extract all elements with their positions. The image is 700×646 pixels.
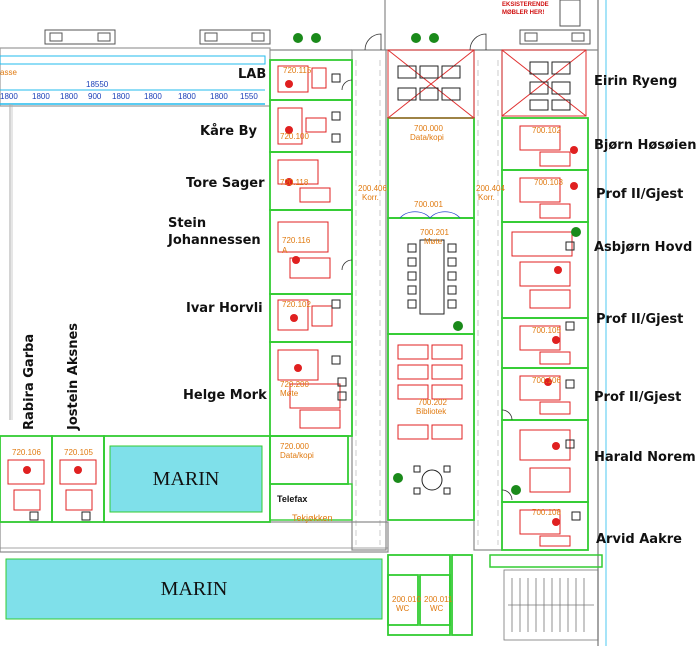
room-700-202: 700.202 bbox=[418, 398, 447, 407]
room-720-106: 720.106 bbox=[12, 448, 41, 457]
room-200-010-sub: WC bbox=[396, 604, 410, 613]
right-offices bbox=[501, 117, 589, 551]
lab-tables bbox=[397, 61, 571, 111]
room-720-116-sub: A bbox=[282, 246, 288, 255]
benches-top bbox=[44, 0, 591, 45]
dim-2: 1800 bbox=[32, 92, 50, 101]
room-200-010: 200.010 bbox=[392, 595, 421, 604]
note-line-1: EKSISTERENDE bbox=[502, 2, 549, 8]
room-720-100: 720.100 bbox=[280, 132, 309, 141]
label-rabira-garba: Rabira Garba bbox=[22, 333, 37, 430]
label-prof-gjest-2: Prof II/Gjest bbox=[596, 312, 684, 327]
room-700-201: 700.201 bbox=[420, 228, 449, 237]
label-harald-norem: Harald Norem bbox=[594, 450, 696, 465]
room-200-406-sub: Korr. bbox=[362, 193, 379, 202]
bottom-left-offices bbox=[0, 435, 271, 523]
plants bbox=[293, 33, 581, 495]
room-700-102: 700.102 bbox=[532, 126, 561, 135]
marin-label-top: MARIN bbox=[152, 468, 220, 490]
room-700-106: 700.106 bbox=[532, 376, 561, 385]
label-eirin-ryeng: Eirin Ryeng bbox=[594, 74, 678, 89]
label-arvid-aakre: Arvid Aakre bbox=[596, 532, 682, 547]
room-200-404: 200.404 bbox=[476, 184, 505, 193]
doors bbox=[341, 33, 513, 501]
corridor-bottom bbox=[0, 521, 389, 553]
label-asbjorn-hovd: Asbjørn Hovd bbox=[594, 240, 693, 255]
room-720-000-sub: Data/kopi bbox=[280, 451, 314, 460]
label-lab: LAB bbox=[238, 67, 267, 82]
label-bjorn-hosoien: Bjørn Høsøien bbox=[594, 138, 697, 153]
dim-7: 1800 bbox=[178, 92, 196, 101]
label-ivar-horvli: Ivar Horvli bbox=[186, 301, 263, 316]
label-tekjokken: Tekjøkken bbox=[292, 513, 333, 523]
room-700-000-sub: Data/kopi bbox=[410, 133, 444, 142]
label-prof-gjest-3: Prof II/Gjest bbox=[594, 390, 682, 405]
label-jostein-aksnes: Jostein Aksnes bbox=[66, 322, 81, 430]
dim-3: 1800 bbox=[60, 92, 78, 101]
room-200-406: 200.406 bbox=[358, 184, 387, 193]
dim-9: 1550 bbox=[240, 92, 258, 101]
label-stein: Stein bbox=[168, 216, 207, 231]
room-700-103: 700.103 bbox=[534, 178, 563, 187]
dim-6: 1800 bbox=[144, 92, 162, 101]
room-200-011-sub: WC bbox=[430, 604, 444, 613]
stairs bbox=[503, 569, 599, 641]
room-720-116: 720.116 bbox=[282, 236, 311, 245]
label-helge-mork: Helge Mork bbox=[183, 388, 267, 403]
room-720-118: 720.118 bbox=[280, 178, 309, 187]
wc-area bbox=[387, 554, 473, 636]
top-strip-inner bbox=[0, 55, 266, 65]
room-200-011: 200.011 bbox=[424, 595, 453, 604]
room-700-202-sub: Bibliotek bbox=[416, 407, 447, 416]
marin-bottom-block bbox=[5, 558, 383, 620]
label-prof-gjest-1: Prof II/Gjest bbox=[596, 187, 684, 202]
chairs bbox=[29, 73, 581, 521]
room-720-115: 720.115 bbox=[283, 66, 312, 75]
label-telefax: Telefax bbox=[277, 494, 308, 504]
room-700-001: 700.001 bbox=[414, 200, 443, 209]
room-720-105: 720.105 bbox=[64, 448, 93, 457]
meeting-table bbox=[407, 239, 457, 495]
dim-1: 1800 bbox=[0, 92, 18, 101]
room-720-000: 720.000 bbox=[280, 442, 309, 451]
left-offices bbox=[269, 59, 353, 485]
room-700-108: 700.108 bbox=[532, 508, 561, 517]
top-crossed-rooms bbox=[387, 49, 587, 119]
corridor-left bbox=[351, 49, 387, 551]
label-johannessen: Johannessen bbox=[168, 233, 261, 248]
dim-5: 1800 bbox=[112, 92, 130, 101]
label-kare-by: Kåre By bbox=[200, 124, 257, 139]
room-700-201-sub: Møte bbox=[424, 237, 443, 246]
room-720-200: 720.200 bbox=[280, 380, 309, 389]
desk-units-left bbox=[337, 377, 347, 401]
dim-4: 900 bbox=[88, 92, 102, 101]
dim-8: 1800 bbox=[210, 92, 228, 101]
label-masse: asse bbox=[0, 68, 17, 77]
note-line-2: MØBLER HER! bbox=[502, 10, 545, 16]
center-rooms bbox=[387, 117, 475, 521]
dim-total: 18550 bbox=[86, 80, 109, 89]
marin-top-block bbox=[109, 445, 263, 513]
room-720-102: 720.102 bbox=[282, 300, 311, 309]
room-720-200-sub: Møte bbox=[280, 389, 299, 398]
room-700-000: 700.000 bbox=[414, 124, 443, 133]
marin-label-bottom: MARIN bbox=[160, 578, 228, 600]
red-markers bbox=[23, 80, 578, 526]
room-700-105: 700.105 bbox=[532, 326, 561, 335]
label-tore-sager: Tore Sager bbox=[186, 176, 265, 191]
room-200-404-sub: Korr. bbox=[478, 193, 495, 202]
